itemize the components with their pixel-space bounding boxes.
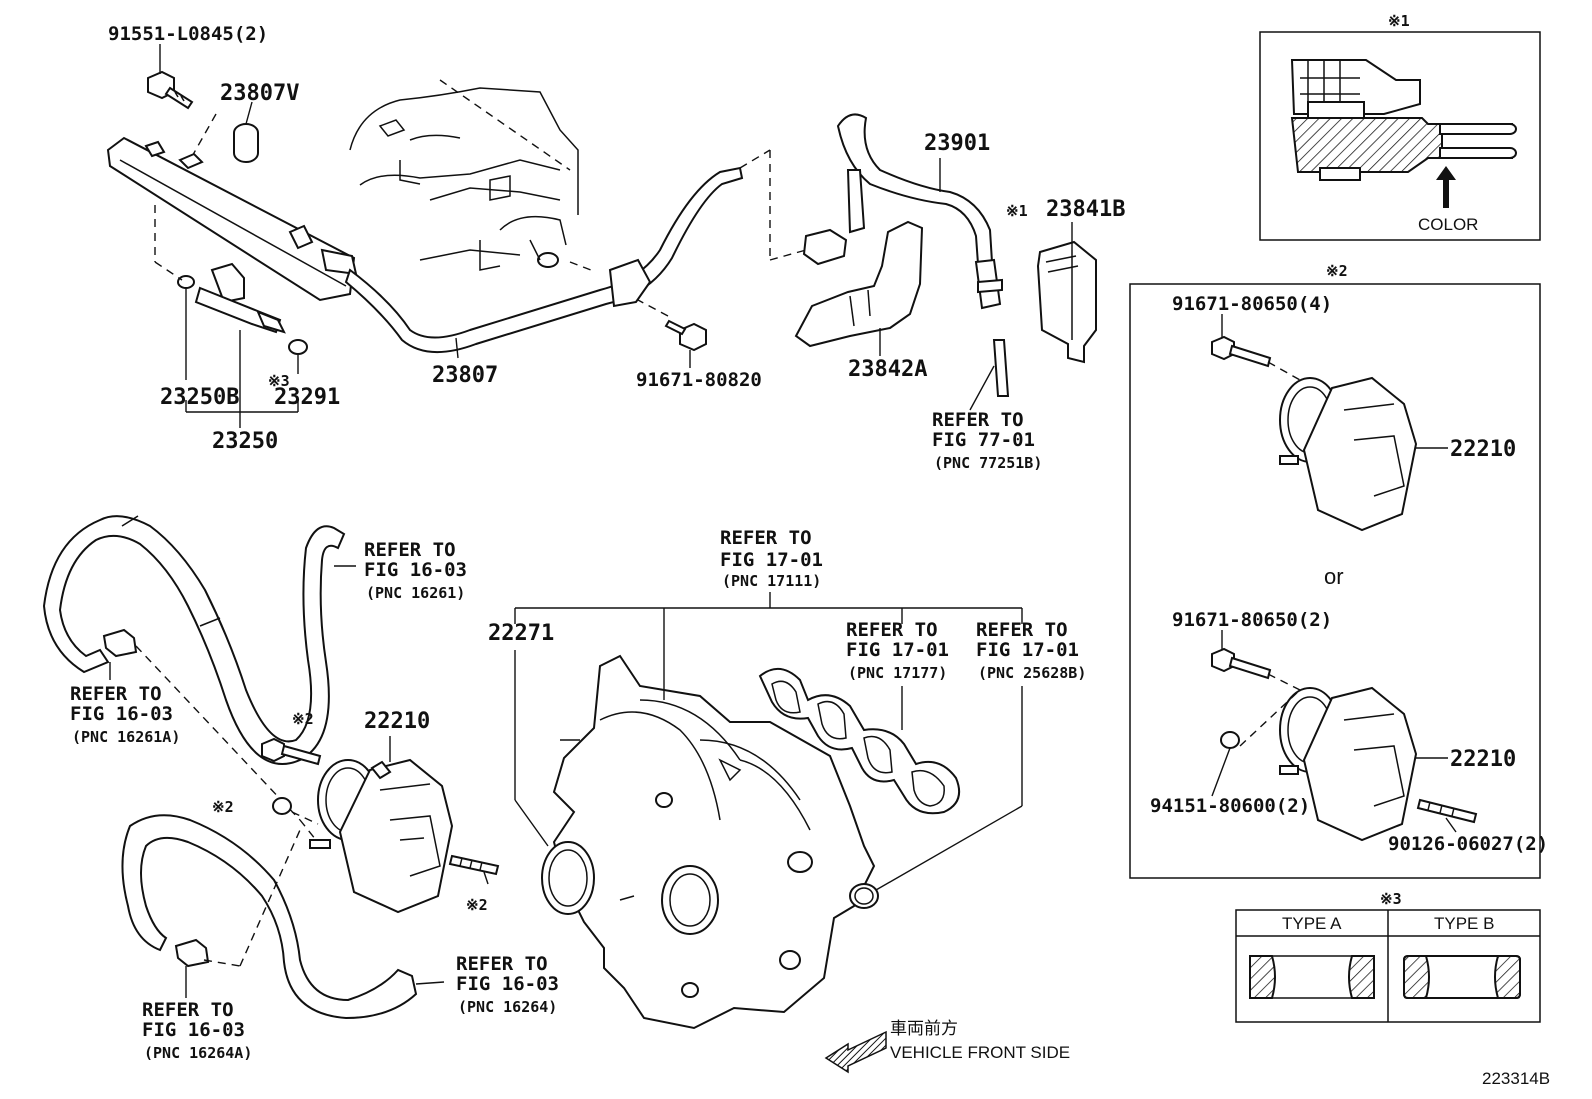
vacuum-tube-drawing <box>992 339 1010 397</box>
diagram-id: 223314B <box>1482 1069 1550 1088</box>
inset-1-color-label: COLOR <box>1418 215 1478 234</box>
gasket-small-drawing <box>849 883 879 909</box>
ref-17177-line2: FIG 17-01 <box>846 639 949 661</box>
label-91671-80650-2: 91671-80650(2) <box>1172 609 1332 631</box>
bolt-91551-drawing <box>147 70 194 110</box>
label-22271: 22271 <box>488 621 554 646</box>
label-23807v: 23807V <box>220 81 299 106</box>
fuel-rail-drawing <box>106 136 358 302</box>
ref-25628b-line1: REFER TO <box>976 619 1068 641</box>
ref-77-line1: REFER TO <box>932 409 1024 431</box>
ref-16264a-line3: (PNC 16264A) <box>144 1044 252 1062</box>
stud-left-drawing <box>309 839 331 849</box>
nut-throttle-drawing <box>272 797 292 815</box>
label-22210-inset-a: 22210 <box>1450 437 1516 462</box>
mark-2-label-b: ※2 <box>212 798 234 816</box>
gasket-round-drawing <box>541 841 595 915</box>
intake-manifold-drawing <box>552 654 876 1030</box>
pipe-bracket-drawing <box>608 258 652 308</box>
ref-77-line2: FIG 77-01 <box>932 429 1035 451</box>
ref-16261-line1: REFER TO <box>364 539 456 561</box>
bolt-inset2-upper-drawing <box>1211 335 1272 368</box>
label-91671-80650-4: 91671-80650(4) <box>1172 293 1332 315</box>
cushion-type-a-drawing <box>1249 955 1375 999</box>
label-23901: 23901 <box>924 131 990 156</box>
type-a-header: TYPE A <box>1282 914 1342 933</box>
sensor-23841b-drawing <box>1036 240 1097 364</box>
or-separator: or <box>1324 564 1344 589</box>
mark-2-label-a: ※2 <box>292 710 314 728</box>
ref-16264-line1: REFER TO <box>456 953 548 975</box>
label-91551: 91551-L0845(2) <box>108 23 268 45</box>
ref-16261-line2: FIG 16-03 <box>364 559 467 581</box>
ref-25628b-line2: FIG 17-01 <box>976 639 1079 661</box>
water-hose-lower-drawing <box>121 814 418 1020</box>
label-23807: 23807 <box>432 363 498 388</box>
label-23291: 23291 <box>274 385 340 410</box>
stud-throttle-drawing <box>448 854 500 876</box>
color-arrow-icon <box>1436 166 1456 208</box>
bracket-23842a-drawing <box>794 220 924 348</box>
ref-17111-line2: FIG 17-01 <box>720 549 823 571</box>
throttle-body-inset-b-drawing <box>1279 686 1418 842</box>
inset-2-box <box>1129 283 1541 879</box>
ref-16261a-line2: FIG 16-03 <box>70 703 173 725</box>
throttle-body-inset-a-drawing <box>1279 376 1418 532</box>
gasket-manifold-drawing <box>758 668 960 815</box>
ref-16264-line3: (PNC 16264) <box>458 998 557 1016</box>
label-23842a: 23842A <box>848 357 927 382</box>
nut-inset2-drawing <box>1220 731 1240 749</box>
bolt-91671-80820-drawing <box>664 319 707 352</box>
throttle-body-main-drawing <box>317 758 454 914</box>
fuel-pipe-drawing <box>344 166 744 353</box>
label-22210-inset-b: 22210 <box>1450 747 1516 772</box>
front-direction-jp: 車両前方 <box>890 1019 958 1038</box>
label-23250b: 23250B <box>160 385 239 410</box>
ref-16261a-line3: (PNC 16261A) <box>72 728 180 746</box>
ref-16264a-line2: FIG 16-03 <box>142 1019 245 1041</box>
ref-77-line3: (PNC 77251B) <box>934 454 1042 472</box>
label-22210-main: 22210 <box>364 709 430 734</box>
leader-23807v <box>245 101 253 125</box>
front-direction-en: VEHICLE FRONT SIDE <box>890 1043 1070 1062</box>
ref-16261-line3: (PNC 16261) <box>366 584 465 602</box>
ref-17177-line1: REFER TO <box>846 619 938 641</box>
engine-block-drawing <box>349 79 807 273</box>
ref-16264a-line1: REFER TO <box>142 999 234 1021</box>
ref-16261a-line1: REFER TO <box>70 683 162 705</box>
inset-3-mark: ※3 <box>1380 890 1402 908</box>
label-94151: 94151-80600(2) <box>1150 795 1310 817</box>
stud-inset2-drawing <box>1416 798 1478 824</box>
inset-1-mark: ※1 <box>1388 12 1410 30</box>
front-arrow-icon <box>824 1030 887 1074</box>
label-91671-80820: 91671-80820 <box>636 369 762 391</box>
type-b-header: TYPE B <box>1434 914 1494 933</box>
ref-25628b-line3: (PNC 25628B) <box>978 664 1086 682</box>
cushion-23291-drawing <box>288 339 308 355</box>
fuel-rail-group <box>106 44 744 428</box>
bolt-inset2-lower-drawing <box>1211 647 1272 680</box>
ref-17177-line3: (PNC 17177) <box>848 664 947 682</box>
mark-3-label: ※3 <box>268 372 290 390</box>
collar-23807v-drawing <box>233 123 259 163</box>
oring-drawing <box>177 275 195 289</box>
bolt-throttle-left-drawing <box>261 737 322 766</box>
inset-2-mark: ※2 <box>1326 262 1348 280</box>
label-90126: 90126-06027(2) <box>1388 833 1548 855</box>
ref-16264-line2: FIG 16-03 <box>456 973 559 995</box>
hose-23901-drawing <box>802 113 1003 310</box>
label-23250: 23250 <box>212 429 278 454</box>
connector-color-drawing <box>1290 59 1517 181</box>
label-23841b: 23841B <box>1046 197 1125 222</box>
ref-17111-line3: (PNC 17111) <box>722 572 821 590</box>
mark-2-label-c: ※2 <box>466 896 488 914</box>
cushion-type-b-drawing <box>1403 955 1521 999</box>
inset-1-box <box>1259 31 1541 241</box>
ref-17111-line1: REFER TO <box>720 527 812 549</box>
mark-1-label: ※1 <box>1006 202 1028 220</box>
water-hose-upper-drawing <box>42 515 346 765</box>
injector-drawing <box>194 262 286 334</box>
